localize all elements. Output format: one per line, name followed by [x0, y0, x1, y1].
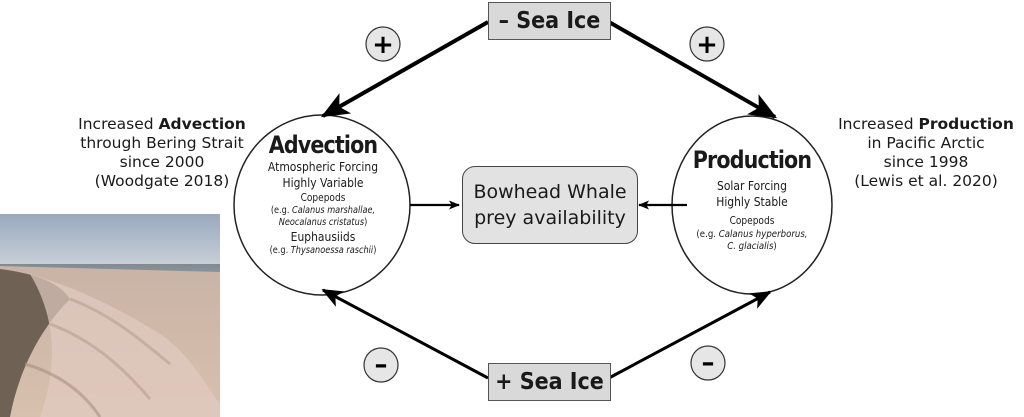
advection-line2: Highly Variable: [282, 175, 364, 190]
production-copepods-close: ): [773, 241, 777, 252]
advection-euph-eg: (e.g.: [269, 245, 291, 256]
advection-copepods-label: Copepods: [300, 192, 346, 204]
left-note-line4: (Woodgate 2018): [94, 172, 230, 190]
advection-copepods-species2: Neocalanus cristatus: [278, 217, 365, 228]
sign-top-left-text: +: [372, 30, 394, 60]
advection-text: Advection Atmospheric Forcing Highly Var…: [232, 131, 414, 257]
advection-copepods-species1: Calanus marshallae,: [292, 205, 376, 216]
sign-bottom-left-text: –: [375, 350, 388, 380]
right-note-line1: Increased Production: [826, 115, 1024, 134]
beach-photo-image: [0, 214, 220, 417]
production-line2: Highly Stable: [716, 194, 788, 209]
right-note: Increased Production in Pacific Arctic s…: [826, 115, 1024, 191]
center-line1: Bowhead Whale: [473, 181, 627, 203]
center-line2: prey availability: [474, 207, 626, 229]
right-note-prefix: Increased: [838, 115, 919, 133]
left-note-bold: Advection: [158, 115, 246, 133]
right-note-line3: since 1998: [883, 153, 969, 171]
arrow-seaice-to-production: [608, 20, 778, 119]
sign-bottom-right: –: [690, 345, 726, 381]
sign-top-right: +: [689, 26, 725, 62]
production-copepods-species-line2: C. glacialis): [678, 241, 826, 253]
right-note-line2: in Pacific Arctic: [867, 134, 985, 152]
production-copepods-species2: C. glacialis: [727, 241, 774, 252]
production-copepods-label: Copepods: [729, 215, 775, 227]
sea-ice-minus-box: – Sea Ice: [488, 2, 611, 40]
arrow-plusice-to-production: [608, 290, 772, 380]
advection-euph-species: Thysanoessa raschii: [290, 245, 374, 256]
advection-copepods-eg: (e.g.: [270, 205, 293, 216]
beach-photo: [0, 214, 220, 417]
right-note-bold: Production: [918, 115, 1014, 133]
sign-bottom-right-text: –: [702, 348, 715, 378]
production-text: Production Solar Forcing Highly Stable C…: [666, 146, 838, 253]
arrow-plusice-to-advection: [321, 288, 489, 380]
production-copepods-eg: (e.g.: [696, 229, 719, 240]
sign-bottom-left: –: [363, 347, 399, 383]
advection-euph-species-line: (e.g. Thysanoessa raschii): [245, 245, 402, 257]
production-line1: Solar Forcing: [717, 178, 787, 193]
advection-line1: Atmospheric Forcing: [267, 159, 379, 174]
production-copepods-species1: Calanus hyperborus,: [718, 229, 808, 240]
left-note-line1: Increased Advection: [62, 115, 262, 134]
advection-copepods-species-line2: Neocalanus cristatus): [245, 217, 402, 229]
right-note-line4: (Lewis et al. 2020): [854, 172, 998, 190]
advection-copepods-close: ): [364, 217, 368, 228]
left-note: Increased Advection through Bering Strai…: [62, 115, 262, 191]
sea-ice-plus-box: + Sea Ice: [488, 363, 611, 401]
left-note-prefix: Increased: [78, 115, 159, 133]
production-copepods-species-line1: (e.g. Calanus hyperborus,: [678, 229, 826, 241]
sign-top-left: +: [365, 26, 401, 62]
production-title: Production: [692, 146, 812, 174]
left-note-line2: through Bering Strait: [80, 134, 244, 152]
bowhead-whale-prey-box: Bowhead Whale prey availability: [462, 166, 638, 244]
advection-euph-close: ): [373, 245, 377, 256]
left-note-line3: since 2000: [119, 153, 205, 171]
advection-copepods-species-line1: (e.g. Calanus marshallae,: [245, 205, 402, 217]
sign-top-right-text: +: [696, 30, 718, 60]
advection-title: Advection: [268, 131, 378, 159]
advection-euphausiids-label: Euphausiids: [290, 229, 356, 244]
arrow-seaice-to-advection: [320, 20, 489, 118]
